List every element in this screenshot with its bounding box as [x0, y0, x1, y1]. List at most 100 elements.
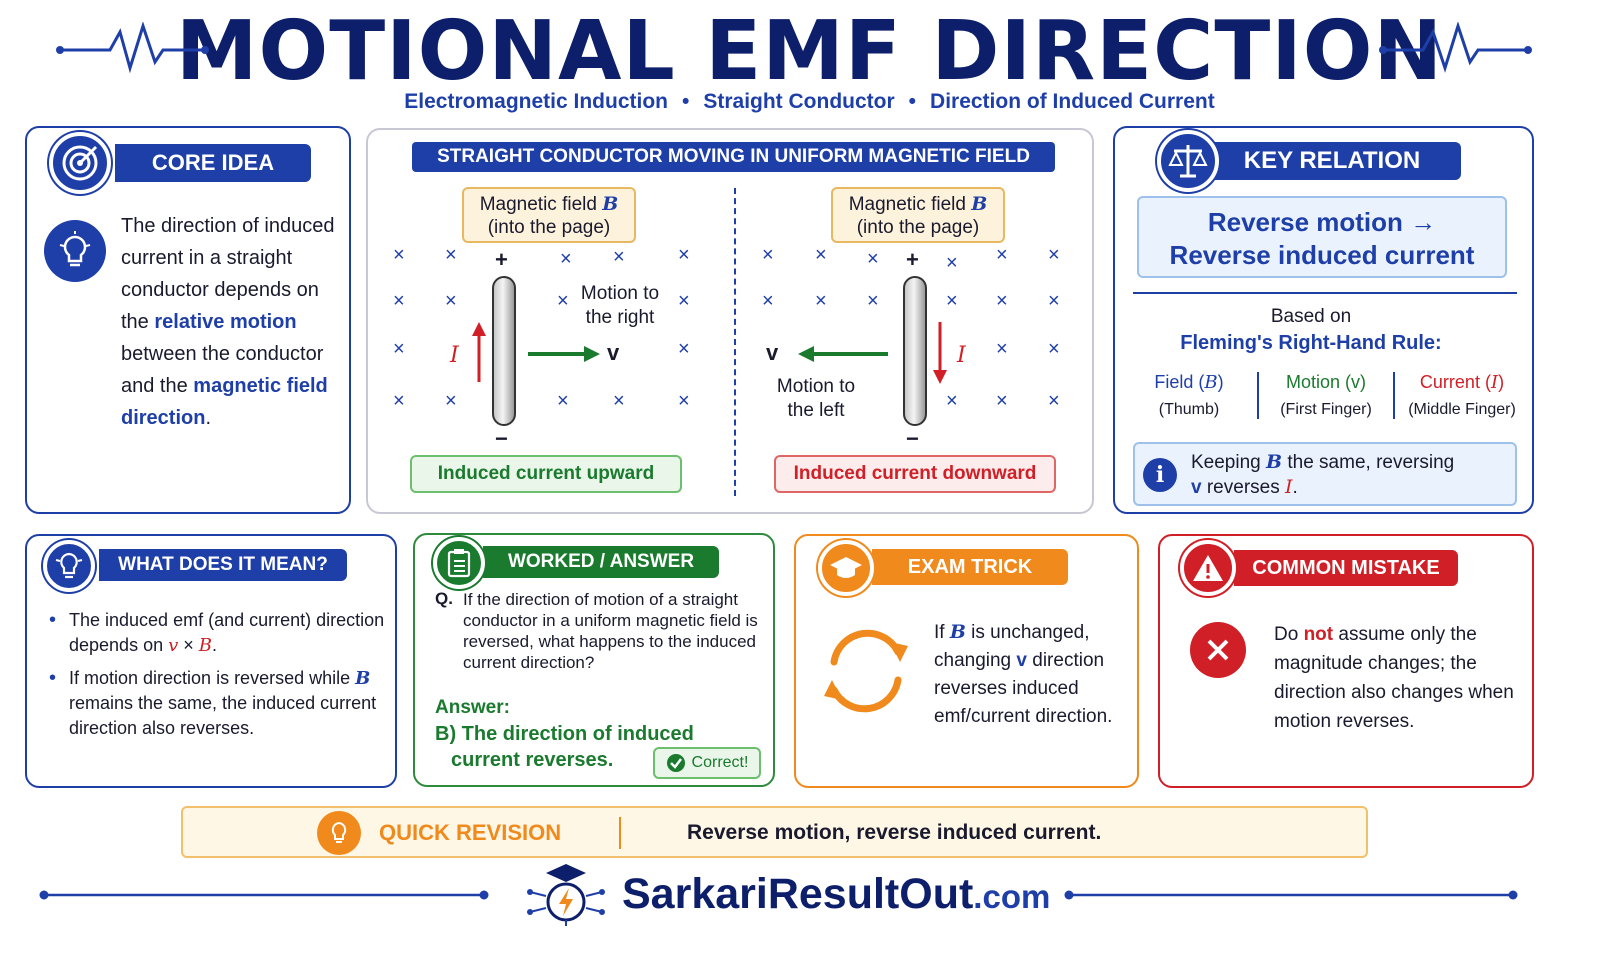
- finger-column: Motion (v) (First Finger): [1257, 372, 1393, 419]
- symbol-b: B: [949, 621, 966, 643]
- heartbeat-icon-right: [1379, 22, 1532, 73]
- brand-name[interactable]: SarkariResultOut.com: [622, 870, 1050, 919]
- note-text: reverses: [1201, 477, 1285, 498]
- field-cross: ×: [678, 290, 690, 312]
- correct-badge: Correct!: [653, 747, 761, 779]
- quick-revision-bar: QUICK REVISION Reverse motion, reverse i…: [181, 806, 1368, 858]
- subtitle-item: Electromagnetic Induction: [404, 90, 668, 113]
- subtitle-item: Straight Conductor: [703, 90, 895, 113]
- field-cross: ×: [1048, 290, 1060, 312]
- motion-text: Motion to: [776, 376, 856, 397]
- meaning-bullet: If motion direction is reversed while B …: [45, 666, 387, 741]
- emphasis-not: not: [1303, 624, 1334, 645]
- refresh-cycle-icon: [824, 629, 908, 713]
- current-down-arrow: [933, 322, 947, 384]
- divider: [619, 817, 621, 849]
- velocity-symbol: v: [607, 340, 620, 365]
- exam-trick-tag: EXAM TRICK: [872, 549, 1068, 585]
- finger-column: Field (B)(Thumb): [1121, 372, 1257, 419]
- field-cross: ×: [946, 252, 958, 274]
- key-relation-tag: KEY RELATION: [1203, 142, 1461, 180]
- bullet-text: .: [212, 635, 218, 655]
- field-cross: ×: [815, 244, 827, 266]
- field-cross: ×: [560, 248, 572, 270]
- mistake-panel: COMMON MISTAKE Do not assume only the ma…: [1158, 534, 1534, 788]
- question-text: If the direction of motion of a straight…: [463, 590, 758, 672]
- core-idea-tag: CORE IDEA: [115, 144, 311, 182]
- subtitle-item: Direction of Induced Current: [930, 90, 1215, 113]
- symbol-v: v: [168, 635, 179, 656]
- check-icon: [666, 754, 685, 772]
- finger-name: (Thumb): [1158, 401, 1220, 418]
- field-label-text: (into the page): [487, 217, 611, 238]
- finger-columns: Field (B)(Thumb) Motion (v) (First Finger)…: [1121, 372, 1529, 428]
- field-label-left: Magnetic field B (into the page): [462, 187, 636, 243]
- bullet-text: If motion direction is reversed while: [69, 668, 356, 688]
- note-text: .: [1292, 477, 1298, 498]
- bullet-text: The induced emf (and current) direction …: [69, 610, 385, 655]
- core-text: between the conductor and the: [121, 343, 324, 397]
- finger-label: Motion (v): [1285, 372, 1366, 392]
- current-symbol: I: [957, 343, 966, 368]
- footer-line-left: [39, 890, 489, 900]
- key-relation-box: Reverse motion → Reverse induced current: [1137, 196, 1507, 278]
- field-cross: ×: [613, 246, 625, 268]
- field-cross: ×: [1048, 390, 1060, 412]
- bullet-text: remains the same, the induced current di…: [69, 693, 377, 738]
- subtitle: Electromagnetic Induction•Straight Condu…: [0, 90, 1619, 114]
- note-text: the same, reversing: [1282, 452, 1455, 473]
- question-prefix: Q.: [435, 589, 453, 608]
- highlight-relative-motion: relative motion: [154, 311, 297, 333]
- field-cross: ×: [996, 244, 1008, 266]
- worked-panel: WORKED / ANSWER Q. If the direction of m…: [413, 533, 775, 787]
- error-x-icon: [1190, 622, 1246, 678]
- rule-name: Fleming's Right-Hand Rule:: [1180, 332, 1442, 354]
- lightbulb-icon: [317, 811, 361, 855]
- mistake-text: Do not assume only the magnitude changes…: [1274, 620, 1514, 736]
- page-title: MOTIONAL EMF DIRECTION: [175, 4, 1444, 99]
- conductor-rod-left: [492, 276, 516, 426]
- mistake-text-part: Do: [1274, 624, 1304, 645]
- finger-name: (First Finger): [1280, 401, 1372, 418]
- core-text: .: [205, 407, 212, 429]
- meaning-bullet: The induced emf (and current) direction …: [45, 608, 387, 658]
- answer-line: current reverses.: [451, 749, 614, 771]
- minus-terminal: −: [906, 426, 919, 451]
- field-cross: ×: [815, 290, 827, 312]
- answer-label: Answer:: [435, 697, 510, 718]
- meaning-tag: WHAT DOES IT MEAN?: [99, 549, 347, 581]
- field-cross: ×: [1048, 338, 1060, 360]
- heartbeat-icon-left: [56, 22, 209, 74]
- quick-revision-text: Reverse motion, reverse induced current.: [687, 821, 1102, 844]
- field-cross: ×: [867, 248, 879, 270]
- note-text: Keeping: [1191, 452, 1267, 473]
- finger-name: (Middle Finger): [1408, 401, 1516, 418]
- footer-line-right: [1064, 890, 1518, 900]
- field-cross: ×: [762, 244, 774, 266]
- field-cross: ×: [393, 290, 405, 312]
- field-cross: ×: [1048, 244, 1060, 266]
- brand-logo-icon: [527, 864, 605, 926]
- brand-text: SarkariResultOut: [622, 870, 974, 918]
- field-cross: ×: [996, 290, 1008, 312]
- brand-tld: .com: [973, 878, 1051, 915]
- field-cross: ×: [393, 338, 405, 360]
- current-symbol: I: [450, 343, 459, 368]
- field-cross: ×: [996, 390, 1008, 412]
- diagram-title: STRAIGHT CONDUCTOR MOVING IN UNIFORM MAG…: [412, 142, 1055, 172]
- symbol-b: B: [355, 668, 371, 689]
- core-idea-panel: CORE IDEA The direction of induced curre…: [25, 126, 351, 514]
- cross-product: ×: [178, 635, 199, 655]
- current-up-arrow: [472, 322, 486, 382]
- result-upward: Induced current upward: [410, 455, 682, 493]
- worked-tag: WORKED / ANSWER: [483, 546, 719, 578]
- symbol-b: B: [198, 635, 213, 656]
- note-symbol: v: [1191, 477, 1202, 498]
- answer-line: B) The direction of induced: [435, 723, 694, 745]
- motion-text: the left: [787, 400, 845, 421]
- trick-text: direction reverses induced emf/current d…: [934, 650, 1113, 727]
- trick-text: If: [934, 622, 950, 643]
- highlight-field-direction: magnetic field direction: [121, 375, 328, 429]
- mistake-tag: COMMON MISTAKE: [1234, 550, 1458, 586]
